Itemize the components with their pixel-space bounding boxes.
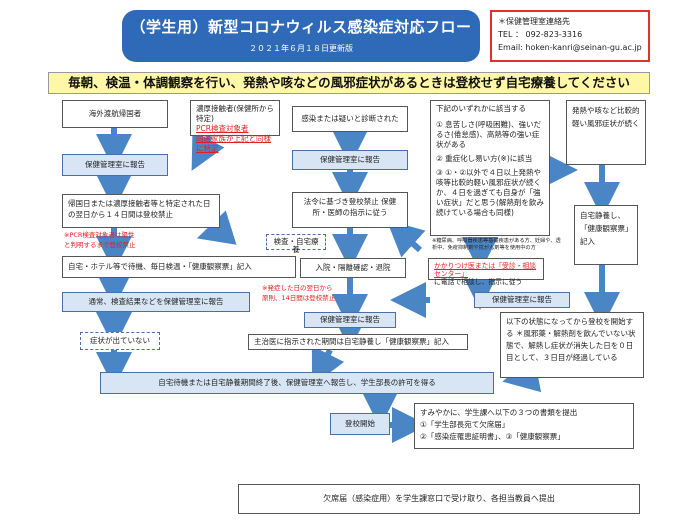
contact-box: ＊保健管理室連絡先 TEL ： 092-823-3316 Email: hoke… bbox=[490, 10, 650, 62]
contact-heading: ＊保健管理室連絡先 bbox=[498, 17, 570, 26]
documents-box: すみやかに、学生課へ以下の３つの書類を提出 ①「学生部長宛て欠席届」 ②「感染症… bbox=[414, 403, 634, 449]
contact-tel: TEL ： 092-823-3316 bbox=[498, 30, 583, 39]
arrow-c2-1 bbox=[191, 130, 225, 171]
page-title: （学生用）新型コロナウィルス感染症対応フロー bbox=[130, 18, 472, 36]
family-contact-label: 同居家族が上記と同様に特定 bbox=[196, 134, 271, 153]
arrow-group bbox=[96, 128, 620, 443]
mild-symptoms-box: 発熱や咳など比較的軽い風邪症状が続く bbox=[566, 100, 646, 165]
close-contact-label: 濃厚接触者(保健所から特定) bbox=[196, 104, 274, 123]
c3-note-1: ※発症した日の翌日から bbox=[262, 284, 333, 292]
c3-doctor-box: 主治医に指示された期間は自宅静養し「健康観察票」記入 bbox=[248, 334, 468, 350]
contact-email: Email: hoken-kanri@seinan-gu.ac.jp bbox=[498, 43, 642, 52]
consult-instruction: に電話で相談し、指示に従う bbox=[434, 278, 523, 286]
c4-report-box: 保健管理室に報告 bbox=[474, 292, 570, 308]
high-risk-note: ※糖尿病、呼吸器疾患等基礎疾患がある方、妊婦や、透析中、免疫抑制剤や抗がん剤等を… bbox=[432, 238, 561, 251]
c1-home-observation: 自宅・ホテル等で待機、毎日検温・「健康観察票」記入 bbox=[62, 256, 296, 278]
c1-report-results: 通常、検査結果などを保健管理室に報告 bbox=[62, 292, 250, 312]
start-close-contact: 濃厚接触者(保健所から特定) PCR検査対象者 同居家族が上記と同様に特定 bbox=[190, 100, 280, 153]
c3-report-box-2: 保健管理室に報告 bbox=[304, 312, 396, 328]
c3-report-box: 保健管理室に報告 bbox=[292, 150, 408, 170]
pcr-target-label: PCR検査対象者 bbox=[196, 124, 249, 133]
severe-item-2: ② 重症化し易い方(※)に該当 bbox=[436, 154, 533, 163]
severe-heading: 下記のいずれかに該当する bbox=[436, 104, 526, 113]
documents-heading: すみやかに、学生課へ以下の３つの書類を提出 bbox=[420, 408, 578, 417]
return-criteria-box: 以下の状態になってから登校を開始する ＊風邪薬・解熱剤を飲んでいない状態で、解熱… bbox=[500, 312, 644, 378]
pcr-note-2: と判明するまで登校禁止 bbox=[64, 241, 136, 249]
arrow-c4-3 bbox=[386, 219, 426, 258]
c3-note-2: 原則、14日間は登校禁止 bbox=[262, 294, 336, 302]
arrow-c3-6 bbox=[311, 345, 345, 387]
consult-center: かかりつけ医または「受診・相談センター」 bbox=[434, 262, 537, 278]
c3-law-box: 法令に基づき登校禁止 保健所・医師の指示に従う bbox=[292, 192, 408, 228]
resume-attendance-box: 登校開始 bbox=[330, 413, 390, 435]
notice-banner: 毎朝、検温・体調観察を行い、発熱や咳などの風邪症状があるときは登校せず自宅療養し… bbox=[48, 72, 650, 94]
document-1: ①「学生部長宛て欠席届」 bbox=[420, 420, 510, 429]
test-home-care-box: 検査・自宅療養 bbox=[266, 234, 326, 254]
end-wait-box: 自宅待機または自宅静養期間終了後、保健管理室へ報告し、学生部長の許可を得る bbox=[100, 372, 494, 394]
absence-form-footer: 欠席届（感染症用）を学生課窓口で受け取り、各担当教員へ提出 bbox=[238, 484, 640, 514]
update-date: ２０２１年６月１８日更新版 bbox=[249, 44, 353, 53]
start-diagnosed: 感染または疑いと診断された bbox=[292, 106, 408, 132]
severe-item-1: ① 息苦しさ(呼吸困難)、強いだるさ(倦怠感)、高熱等の強い症状がある bbox=[436, 120, 541, 149]
title-banner: （学生用）新型コロナウィルス感染症対応フロー ２０２１年６月１８日更新版 bbox=[122, 10, 480, 62]
c3-hospital-box: 入院・隔離確認・退院 bbox=[300, 258, 406, 278]
arrow-c2-2 bbox=[196, 210, 237, 245]
no-symptoms-box: 症状が出ていない bbox=[80, 332, 160, 350]
severe-conditions-box: 下記のいずれかに該当する ① 息苦しさ(呼吸困難)、強いだるさ(倦怠感)、高熱等… bbox=[430, 100, 550, 236]
severe-item-3: ③ ①・②以外で４日以上発熱や咳等比較的軽い風邪症状が続くか、４日を過ぎても自身… bbox=[436, 168, 544, 217]
start-overseas-returnee: 海外渡航帰国者 bbox=[62, 100, 168, 128]
home-rest-box: 自宅静養し、「健康観察票」記入 bbox=[574, 205, 638, 265]
c1-quarantine-box: 帰国日または濃厚接触者等と特定された日の翌日から１４日間は登校禁止 bbox=[62, 194, 220, 228]
pcr-note-1: ※PCR検査対象者は陽性 bbox=[64, 231, 135, 239]
consult-box: かかりつけ医または「受診・相談センター」 に電話で相談し、指示に従う bbox=[428, 258, 544, 286]
document-2-3: ②「感染症罹患証明書」、③「健康観察票」 bbox=[420, 432, 565, 441]
c1-report-box: 保健管理室に報告 bbox=[62, 154, 168, 176]
